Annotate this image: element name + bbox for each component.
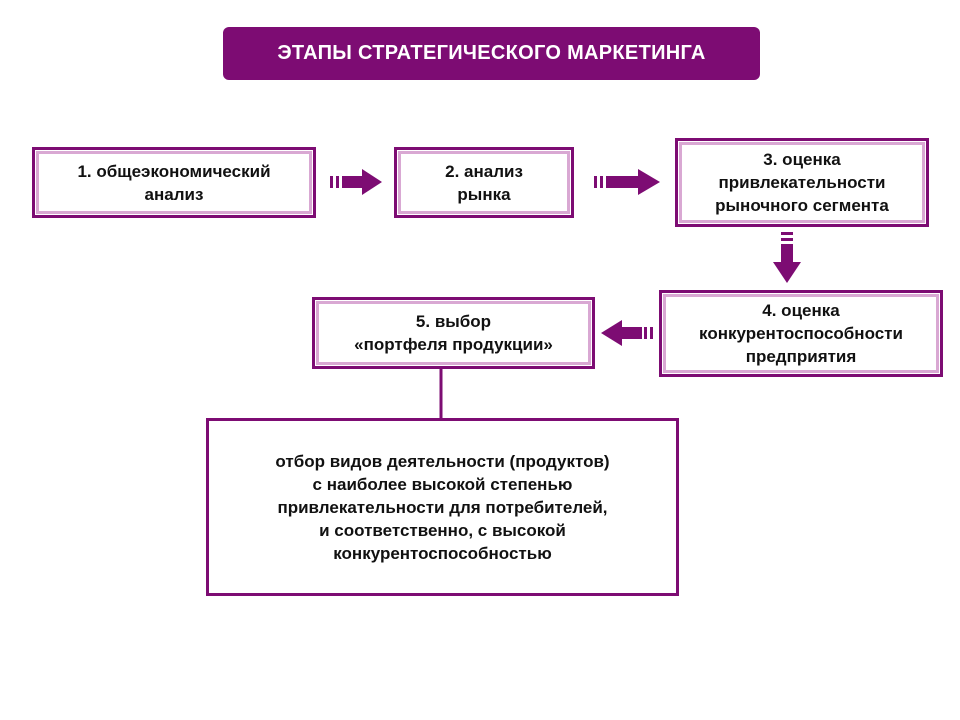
stage-5-box: 5. выбор «портфеля продукции» [312,297,595,369]
arrow-stage4-to-stage5 [601,320,653,346]
stage-5-detail-box: отбор видов деятельности (продуктов) с н… [206,418,679,596]
arrow-stage3-to-stage4 [773,232,801,283]
stage-3-box: 3. оценка привлекательности рыночного се… [675,138,929,227]
stage-4-box: 4. оценка конкурентоспособности предприя… [659,290,943,377]
stage-1-box: 1. общеэкономический анализ [32,147,316,218]
stage-2-box: 2. анализ рынка [394,147,574,218]
arrow-stage1-to-stage2 [330,169,382,195]
arrow-stage2-to-stage3 [594,169,660,195]
diagram-title: ЭТАПЫ СТРАТЕГИЧЕСКОГО МАРКЕТИНГА [223,27,760,80]
